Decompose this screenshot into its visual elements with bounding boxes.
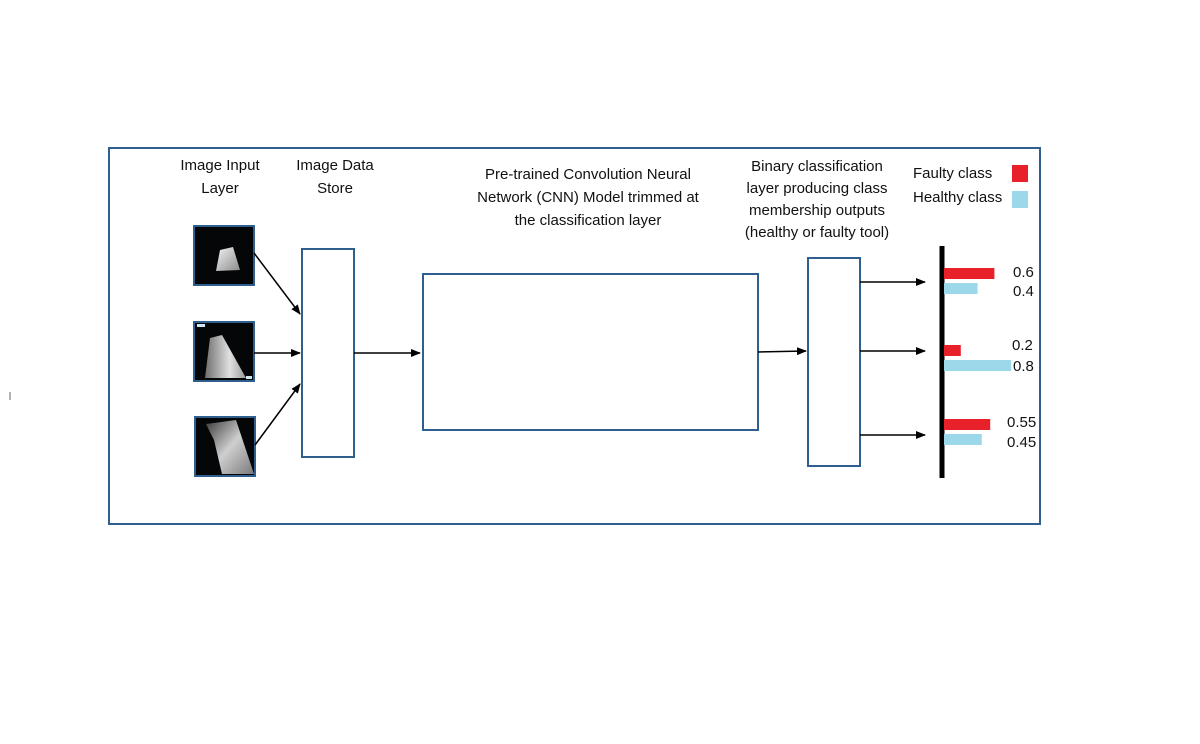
- cnn-model-label: Pre-trained Convolution Neural Network (…: [477, 166, 699, 229]
- legend-faulty-label: Faulty class: [913, 165, 993, 182]
- legend-healthy-swatch: [1012, 191, 1028, 208]
- image-data-store-label: Image Data Store: [296, 157, 374, 197]
- input-image-3: [194, 416, 256, 477]
- binary-classification-box: [807, 257, 861, 467]
- output-1-faulty-value: 0.6: [1013, 264, 1034, 281]
- output-3-healthy-bar: [944, 434, 982, 445]
- output-2-healthy-bar: [944, 360, 1012, 371]
- input-image-1: [193, 225, 255, 286]
- output-1-healthy-value: 0.4: [1013, 283, 1034, 300]
- legend-faulty-swatch: [1012, 165, 1028, 182]
- arrow-image1-to-store: [253, 252, 301, 315]
- output-2-faulty-bar: [944, 345, 961, 356]
- legend-healthy-label: Healthy class: [913, 189, 1003, 206]
- arrow-image3-to-store: [254, 383, 301, 446]
- cnn-model-box: [422, 273, 759, 431]
- outer-frame: [108, 147, 1041, 525]
- image-input-layer-label: Image Input Layer: [180, 157, 260, 197]
- output-3-faulty-bar: [944, 419, 991, 430]
- image-data-store-box: [301, 248, 355, 458]
- output-3-healthy-value: 0.45: [1007, 434, 1037, 451]
- output-2-faulty-value: 0.2: [1012, 337, 1033, 354]
- input-image-2: [193, 321, 255, 382]
- output-2-healthy-value: 0.8: [1013, 358, 1034, 375]
- arrow-cnn-to-binary: [757, 347, 807, 356]
- binary-layer-label: Binary classification layer producing cl…: [744, 158, 890, 241]
- output-1-faulty-bar: [944, 268, 995, 279]
- output-1-healthy-bar: [944, 283, 978, 294]
- output-3-faulty-value: 0.55: [1007, 414, 1037, 431]
